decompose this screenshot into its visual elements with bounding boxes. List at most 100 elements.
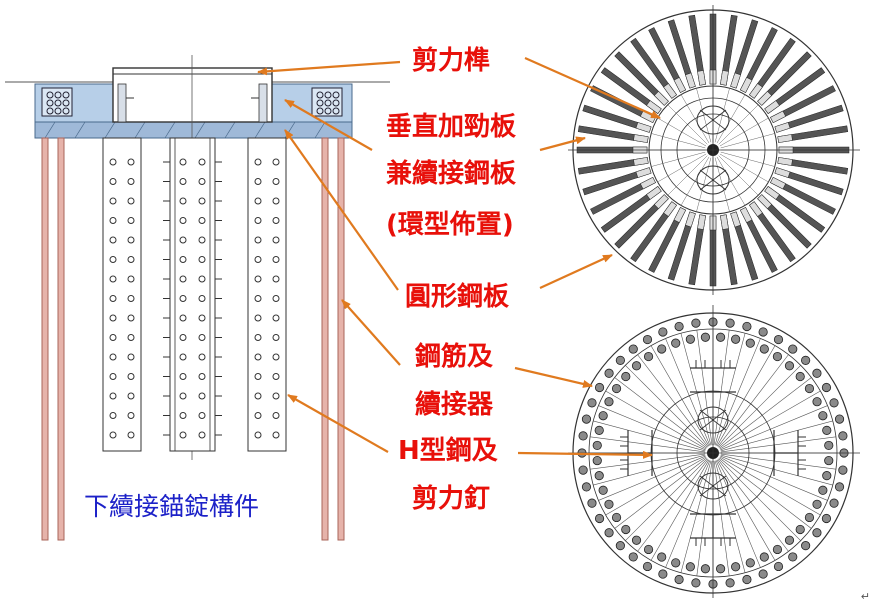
rebar-dot [674,321,684,332]
bolt-hole [272,392,280,400]
radial-line [720,454,833,486]
stiffener-fin [730,19,759,89]
stiffener-fin [688,214,706,286]
bolt-hole [198,178,206,185]
rebar-dot [621,524,631,535]
radial-line [719,377,812,449]
leader-arrows [257,56,661,459]
rebar-dot [657,344,667,354]
rebar-dot [631,361,642,371]
return-mark: ↵ [860,590,870,603]
stiffener-fin [648,207,687,273]
radial-line [637,459,709,552]
radial-line [590,453,706,470]
bolt-hole [109,256,117,263]
bolt-hole [109,412,117,419]
stiffener-fin [688,14,706,86]
rebar-dot [700,564,711,574]
radial-line [720,420,833,452]
rebar-dot [742,574,752,585]
rebar-dot [804,383,815,394]
rebar-dot [818,411,828,421]
bolt-hole [198,334,206,341]
rebar-dot [594,471,604,481]
bolt-hole [254,412,262,419]
bolt-hole [109,334,117,341]
stiffener-fin [648,27,687,93]
stiffener-fin [739,27,778,93]
bolt-hole [198,412,206,419]
stiffener-fin [667,19,696,89]
rebar-dot [611,383,622,394]
rebar-dot [788,344,798,354]
bolt-hole [127,392,135,400]
radial-line [696,460,713,576]
rebar-dot [671,338,681,348]
rebar-dot [784,361,795,371]
bolt-hole [272,314,280,322]
bolt-hole [272,353,280,361]
bolt-hole [254,353,262,361]
bolt-hole [127,158,135,166]
rebar-dot [801,355,811,365]
label-circular-plate: 圓形鋼板 [405,282,510,312]
label-stiffener-line2: 兼續接鋼板 [386,159,517,189]
rebar-dot [824,440,834,451]
bolt-hole [127,431,135,439]
bolt-hole [179,392,187,400]
bolt-hole [179,256,187,263]
bolt-hole [254,217,262,224]
bolt-hole [127,373,135,380]
radial-line [720,455,828,501]
rebar-dot [784,535,795,545]
bolt-hole [179,334,187,341]
radial-line [718,365,801,448]
rebar-dot [745,558,755,568]
rebar-dot [834,414,845,424]
rebar-dot [581,414,592,424]
bolt-hole [254,197,262,205]
radial-line [625,365,708,448]
radial-line [614,457,707,529]
rebar-dot [658,569,668,579]
radial-line [716,459,776,561]
stiffener-fin [720,214,738,286]
bolt-hole [179,197,187,205]
bolt-hole [272,217,280,224]
rebar-dot [829,498,839,508]
stiffener-fin [720,14,738,86]
arrow-rebar-left [341,299,401,366]
stiffener-fin [777,157,849,175]
bolt-hole [127,314,135,322]
rebar-dot [821,513,832,524]
h-beam-left [102,137,142,452]
coupler-grid-left [41,87,73,117]
bolt-hole [179,158,187,166]
bolt-hole [127,353,135,361]
bolt-hole [254,334,262,341]
rebar-dot [838,431,848,441]
stiffener-fin [774,167,844,196]
stiffener-fin [757,194,812,249]
bolt-hole [198,392,206,400]
radial-line [713,460,730,576]
rebar-dot [829,398,839,408]
bolt-hole [272,158,280,166]
rebar-dot [657,552,667,562]
radial-line [593,454,706,486]
stiffener-fin [749,37,796,99]
bolt-hole [127,236,135,244]
arrow-hbeam-left [287,394,389,453]
rebar-dot [812,368,822,378]
stiffener-fin [770,85,836,124]
stiffener-fin [774,104,844,133]
rebar-dot [643,544,654,555]
bolt-hole [254,275,262,283]
rebar-dot [598,411,608,421]
rebar-dot [611,512,622,523]
bolt-hole [254,392,262,400]
stiffener-fin [577,157,649,175]
bolt-hole [198,236,206,244]
rebars [41,137,345,541]
label-stiffener-line1: 垂直加勁板 [386,112,517,142]
